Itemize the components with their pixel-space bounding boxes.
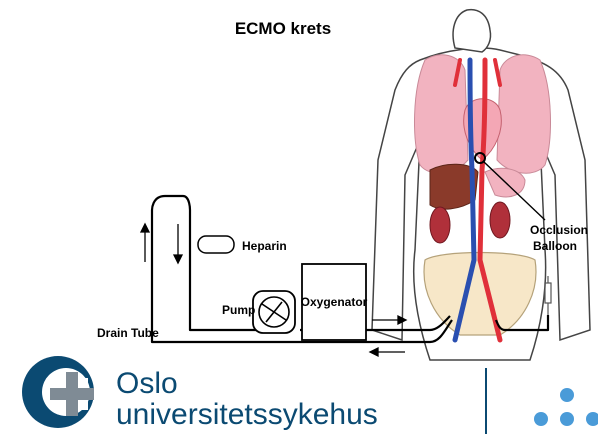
- dots-icon: [534, 388, 598, 426]
- heparin-label: Heparin: [242, 239, 287, 253]
- pump-label: Pump: [222, 303, 255, 317]
- heparin-bag: [198, 236, 234, 253]
- oslo-university-hospital-logo: [22, 356, 94, 428]
- kidney-left: [430, 207, 450, 243]
- oxygenator-label: Oxygenator: [301, 295, 368, 309]
- kidney-right: [490, 202, 510, 238]
- drain-tube-label: Drain Tube: [97, 326, 159, 340]
- logo-text-line1: Oslo: [116, 367, 178, 400]
- occlusion-label-line2: Balloon: [533, 239, 577, 253]
- logo-text-line2: universitetssykehus: [116, 398, 378, 431]
- diagram-title: ECMO krets: [235, 19, 331, 38]
- pump-icon: [253, 291, 295, 333]
- occlusion-label-line1: Occlusion: [530, 223, 588, 237]
